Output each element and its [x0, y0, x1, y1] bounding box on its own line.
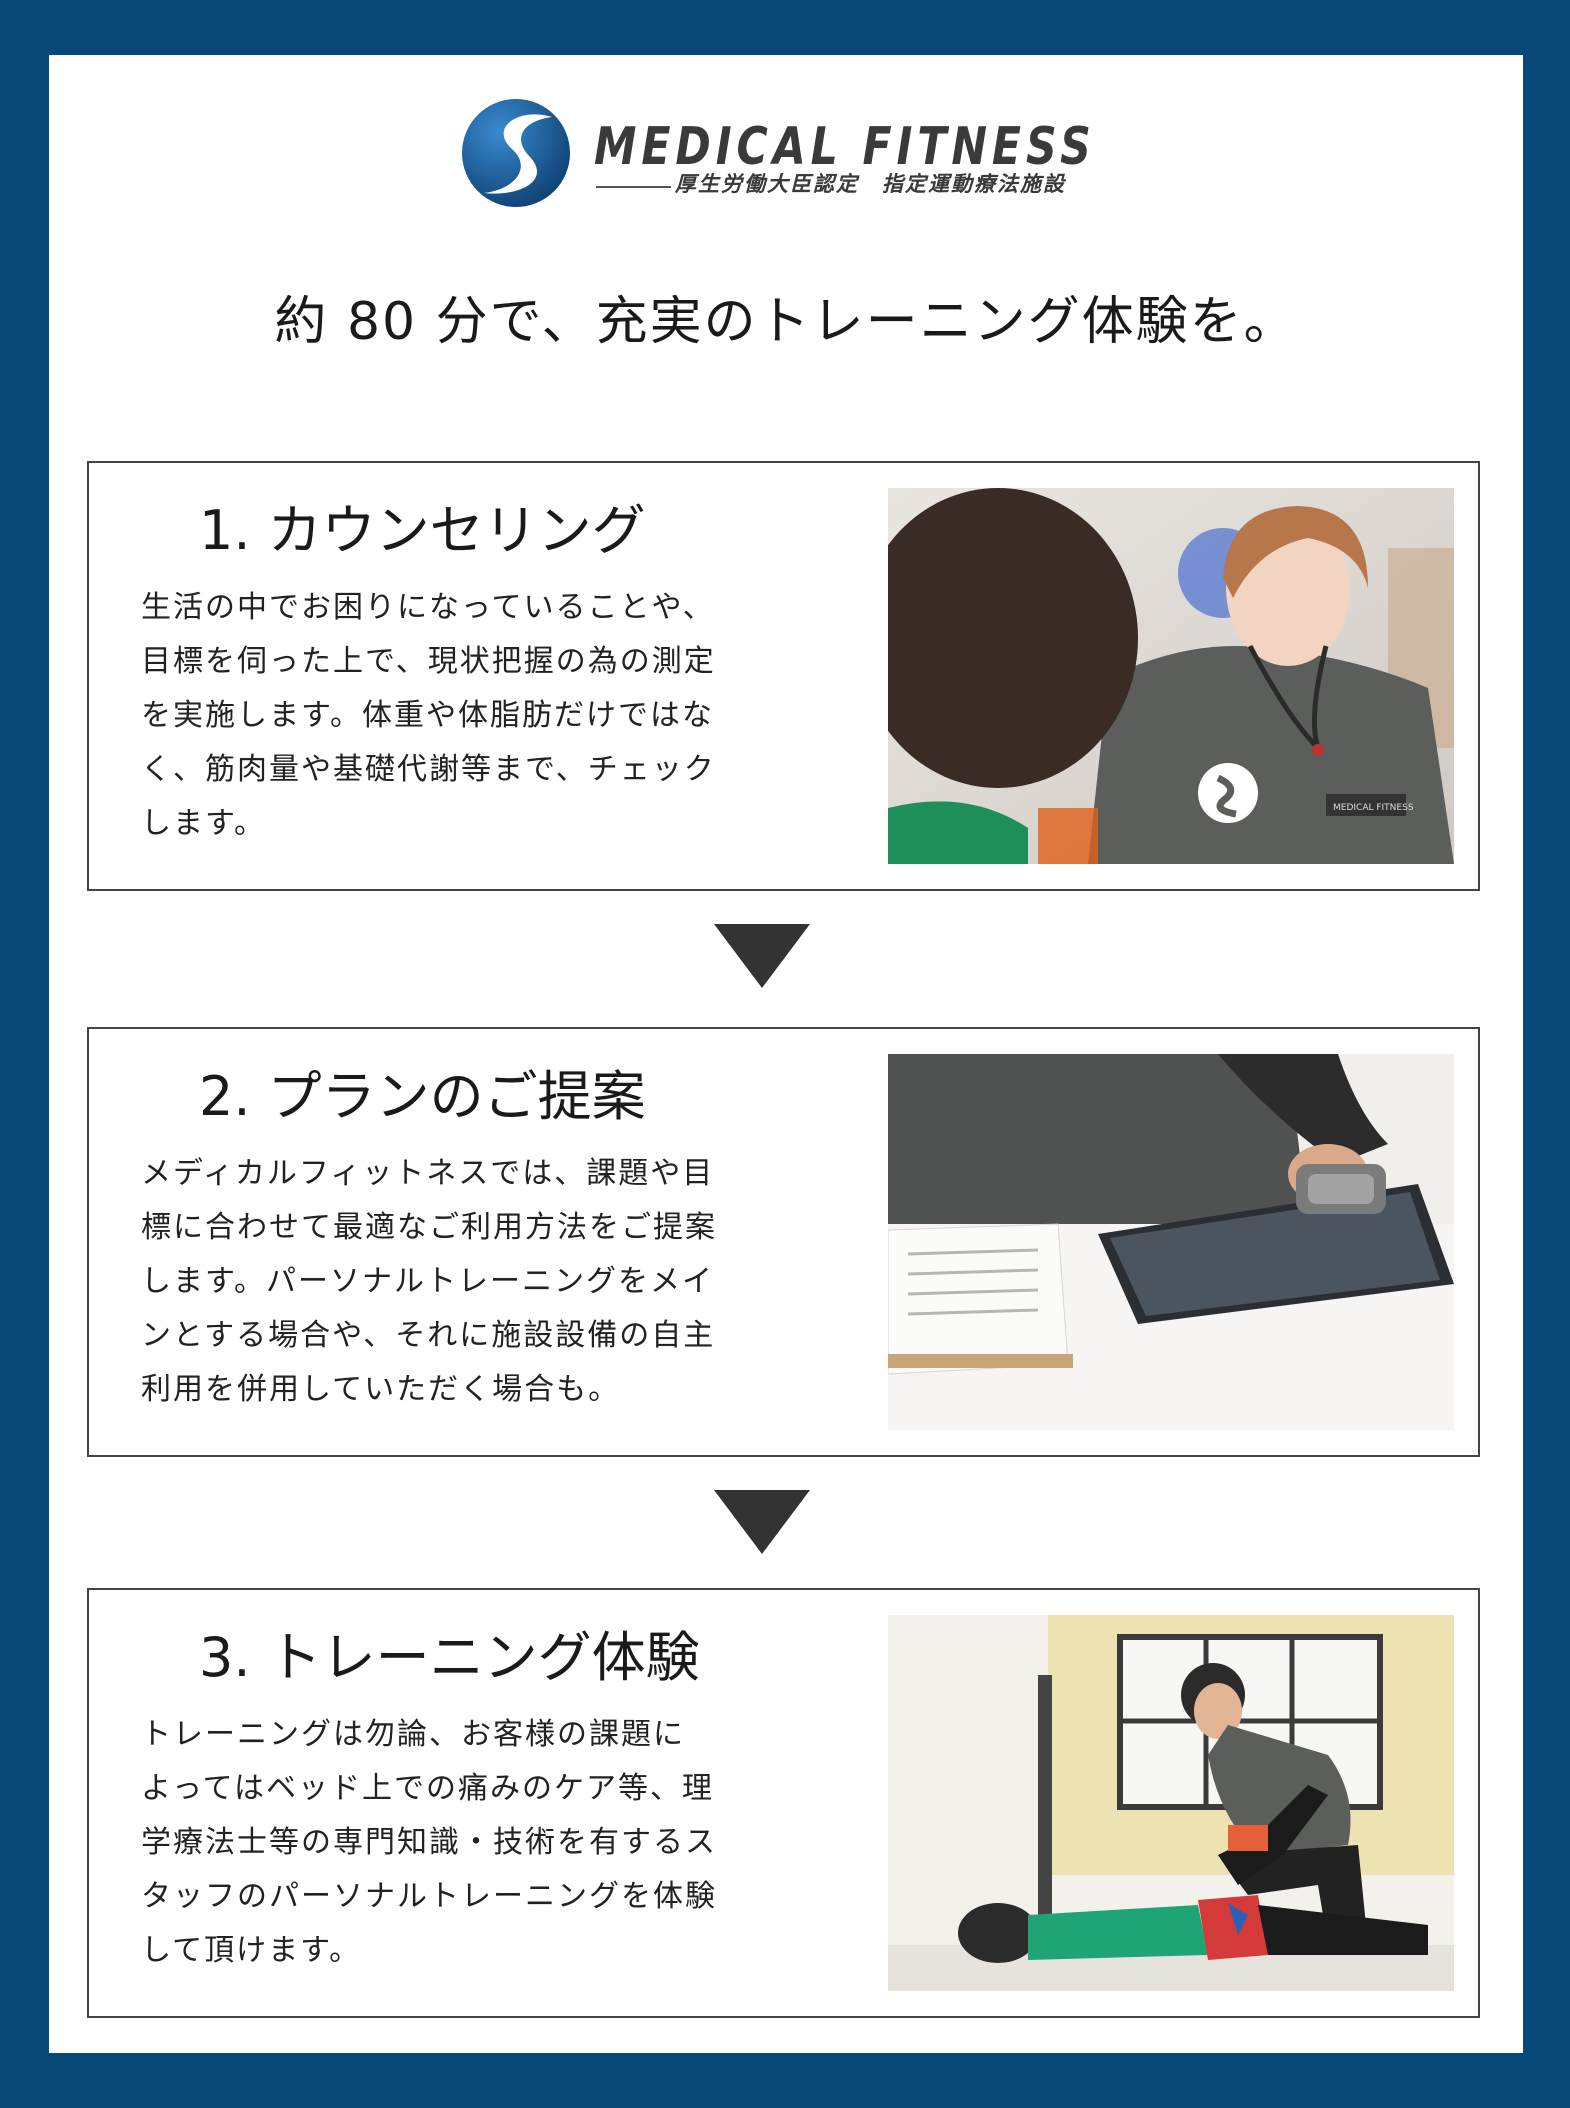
step-title: 2. プランのご提案 [199, 1065, 646, 1128]
step-line: タッフのパーソナルトレーニングを体験 [141, 1879, 717, 1914]
step-line: を実施します。体重や体脂肪だけではな [141, 698, 714, 733]
step-description: トレーニングは勿論、お客様の課題に よってはベッド上での痛みのケア等、理 学療法… [141, 1708, 751, 1978]
step-line: メディカルフィットネスでは、課題や目 [141, 1156, 715, 1191]
plan-photo [888, 1054, 1454, 1430]
logo-divider [596, 186, 671, 188]
step-line: 生活の中でお困りになっていることや、 [141, 590, 715, 625]
step-line: く、筋肉量や基礎代謝等まで、チェック [141, 752, 716, 787]
photo-shirt-logo: MEDICAL FITNESS [1333, 803, 1414, 813]
step-line: よってはベッド上での痛みのケア等、理 [141, 1771, 714, 1806]
step-line: 利用を併用していただく場合も。 [141, 1372, 621, 1407]
step-card-plan: 2. プランのご提案 メディカルフィットネスでは、課題や目 標に合わせて最適なご… [87, 1027, 1480, 1457]
page-headline: 約 80 分で、充実のトレーニング体験を。 [274, 292, 1298, 352]
logo-subtitle: 厚生労働大臣認定 指定運動療法施設 [675, 172, 1066, 196]
medical-fitness-logo-icon [462, 99, 570, 207]
step-line: 学療法士等の専門知識・技術を有するス [141, 1825, 717, 1860]
step-line: 目標を伺った上で、現状把握の為の測定 [141, 644, 716, 679]
step-card-counseling: 1. カウンセリング 生活の中でお困りになっていることや、 目標を伺った上で、現… [87, 461, 1480, 891]
step-description: 生活の中でお困りになっていることや、 目標を伺った上で、現状把握の為の測定 を実… [141, 581, 751, 851]
logo: MEDICAL FITNESS 厚生労働大臣認定 指定運動療法施設 [49, 55, 1523, 207]
step-line: します。パーソナルトレーニングをメイ [141, 1264, 714, 1299]
logo-title: MEDICAL FITNESS [594, 117, 1096, 177]
step-title: 1. カウンセリング [199, 499, 646, 562]
training-photo [888, 1615, 1454, 1991]
step-card-training: 3. トレーニング体験 トレーニングは勿論、お客様の課題に よってはベッド上での… [87, 1588, 1480, 2018]
step-line: ンとする場合や、それに施設設備の自主 [141, 1318, 716, 1353]
down-triangle-icon [714, 924, 810, 988]
step-line: トレーニングは勿論、お客様の課題に [141, 1717, 685, 1752]
down-triangle-icon [714, 1490, 810, 1554]
step-line: します。 [141, 806, 266, 841]
step-description: メディカルフィットネスでは、課題や目 標に合わせて最適なご利用方法をご提案 しま… [141, 1147, 751, 1417]
content-panel: MEDICAL FITNESS 厚生労働大臣認定 指定運動療法施設 約 80 分… [49, 55, 1523, 2053]
step-line: 標に合わせて最適なご利用方法をご提案 [141, 1210, 717, 1245]
step-line: して頂けます。 [141, 1933, 362, 1968]
counseling-photo: MEDICAL FITNESS [888, 488, 1454, 864]
step-title: 3. トレーニング体験 [199, 1626, 700, 1689]
